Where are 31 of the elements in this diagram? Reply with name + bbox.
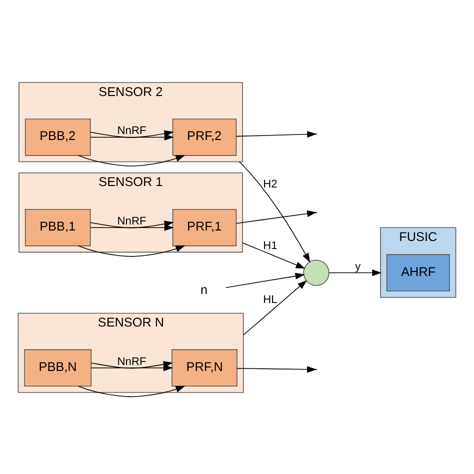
edge-label: H1: [263, 240, 278, 252]
arrow: [236, 130, 317, 138]
arrow: [328, 268, 382, 276]
arrow: [236, 366, 317, 372]
arrow: [78, 385, 186, 397]
node-text: n: [200, 282, 208, 297]
node-box: PBB,2: [24, 118, 91, 156]
edge-label: HL: [263, 294, 278, 306]
edge-label: NnRF: [117, 355, 146, 368]
edge-label: H2: [263, 178, 278, 190]
node-circle: [303, 259, 330, 286]
edge-label: NnRF: [117, 124, 146, 137]
node-box: AHRF: [386, 254, 450, 291]
arrow: [90, 220, 174, 228]
node-box: PBB,N: [24, 348, 92, 386]
arrow: [90, 224, 174, 230]
arrow: [78, 154, 186, 166]
arrow: [236, 210, 317, 224]
arrow: [242, 242, 306, 268]
edge-label: y: [355, 260, 361, 272]
edge-label: NnRF: [117, 215, 146, 228]
arrow: [90, 364, 173, 371]
arrow: [226, 272, 305, 288]
node-box: PRF,N: [172, 348, 238, 386]
arrow: [90, 133, 174, 140]
node-box: PBB,1: [24, 208, 91, 246]
node-box: PRF,2: [172, 118, 237, 156]
arrow: [78, 245, 186, 256]
node-box: PRF,1: [172, 208, 237, 246]
arrow: [238, 160, 310, 262]
arrow: [242, 280, 307, 335]
